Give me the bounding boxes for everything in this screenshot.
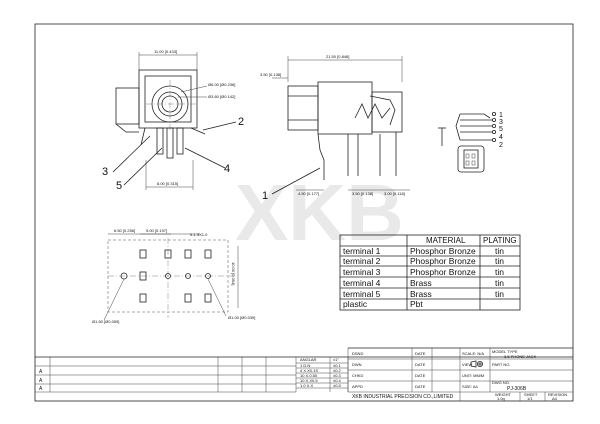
tolerance-range: 4 X.X0.1S (300, 368, 318, 373)
table-cell: Phosphor Bronze (410, 246, 476, 256)
size-label: SIZE: A4 (462, 384, 479, 389)
weight-value: 1.0g (497, 396, 505, 401)
side-dim-pin-c: 3.00 [0.118] (384, 191, 405, 196)
side-dim-left: 3.50 [0.138] (260, 72, 281, 77)
sheet-border (34, 23, 574, 402)
table-cell: terminal 4 (343, 278, 381, 288)
tolerance-value: ±0.2 (333, 368, 342, 373)
pcb-footprint: 6.50 [0.256] 5.00 [0.197] 5-1.5X1.0 10.0… (92, 228, 255, 324)
fp-dim-a: 6.50 [0.256] (114, 228, 135, 233)
callout-3: 3 (102, 166, 108, 178)
revision-value: A4 (552, 396, 558, 401)
fp-dim-c: 5-1.5X1.0 (190, 232, 208, 237)
table-header-plating: PLATING (483, 236, 517, 245)
sheet-value: 1/1 (527, 396, 533, 401)
weight-label: WEIGHT (495, 392, 512, 397)
table-header-material: MATERIAL (426, 236, 466, 245)
top-dim-width: 11.00 [0.433] (154, 49, 177, 54)
table-cell: tin (495, 256, 504, 266)
tolerance-range: 1 D.N (300, 363, 310, 368)
side-dim-pin-b: 3.50 [0.138] (352, 191, 373, 196)
callout-1: 1 (262, 190, 268, 202)
schematic-pin-3: 3 (499, 119, 503, 126)
title-block (35, 347, 573, 401)
table-cell: Pbt (410, 299, 423, 309)
schematic-pin-5: 5 (499, 126, 503, 133)
table-cell: tin (495, 278, 504, 288)
tolerance-value: ±0.3 (333, 373, 342, 378)
table-cell: plastic (343, 299, 368, 309)
tolerance-value: ±0.1 (333, 363, 342, 368)
model-value: 3.5 PHONE JACK (504, 354, 537, 359)
projection-symbol-icon (470, 360, 483, 368)
revision-label: REVISION (548, 392, 567, 397)
tolerance-angle-header: ANGLAR (300, 357, 317, 362)
tolerance-value: ±0.4 (333, 378, 342, 383)
top-dim-hole-b: Ø3.60 [Ø0.142] (208, 94, 235, 99)
tolerance-range: 10 X.X0.5 (300, 378, 318, 383)
date-label: DATE (415, 384, 426, 389)
appd-label: APPD (352, 384, 363, 389)
unit-label: UNIT: MM/M (462, 373, 484, 378)
side-dim-pin-a: 4.50 [0.177] (298, 191, 319, 196)
sheet-label: SHEET (524, 392, 538, 397)
watermark-text: XKB (235, 168, 404, 257)
scale-label: SCALE: N/A (462, 351, 484, 356)
dsnd-label: DSND (352, 351, 363, 356)
date-label: DATE (415, 373, 426, 378)
date-label: DATE (415, 362, 426, 367)
model-label: MODEL TYPE (492, 349, 518, 354)
schematic-pin-4: 4 (499, 134, 503, 141)
table-cell: terminal 2 (343, 256, 381, 266)
top-dim-hole-a: Ø6.00 [Ø0.236] (208, 82, 235, 87)
chkd-label: CHKD (352, 373, 363, 378)
top-view: 11.00 [0.433] Ø6.00 [Ø0.236] Ø3.60 [Ø0.1… (112, 49, 237, 190)
rev-letter-3: A (39, 386, 43, 392)
fp-dim-b: 5.00 [0.197] (146, 228, 167, 233)
date-label: DATE (415, 351, 426, 356)
tolerance-range: 1.0 X.X (300, 383, 313, 388)
callout-5: 5 (116, 180, 122, 192)
table-cell: tin (495, 289, 504, 299)
side-dim-length: 21.50 [0.846] (326, 54, 349, 59)
callout-4: 4 (224, 163, 230, 175)
side-view: 21.50 [0.846] 3.50 [0.138] 4.50 [0.177] … (260, 54, 410, 196)
schematic-pin-1: 1 (499, 112, 503, 119)
table-cell: Phosphor Bronze (410, 256, 476, 266)
jack-schematic (438, 112, 496, 173)
callout-2: 2 (238, 116, 244, 128)
company-name: XKB INDUSTRIAL PRECISION CO.,LIMITED (352, 394, 454, 400)
tolerance-angle-value: ±1° (333, 357, 339, 362)
tolerance-range: 10 X.0.50 (300, 373, 318, 378)
view-label: VIEW (462, 362, 472, 367)
top-dim-bottom: 8.00 [0.315] (157, 181, 178, 186)
table-cell: terminal 1 (343, 246, 381, 256)
fp-dim-hole-right: Ø1.00 [Ø0.039] (228, 315, 255, 320)
part-label: PART NO. (492, 362, 510, 367)
schematic-pin-2: 2 (499, 142, 503, 149)
table-cell: Brass (410, 278, 432, 288)
rev-letter-1: A (39, 369, 43, 375)
dwg-value: PJ-306B (507, 386, 527, 392)
table-cell: tin (495, 246, 504, 256)
fp-dim-side: 10.00 [0.394] (231, 262, 236, 285)
dwg-label: DWG NO. (492, 380, 510, 385)
table-cell: Phosphor Bronze (410, 267, 476, 277)
material-table: MATERIAL PLATING terminal 1 Phosphor Bro… (339, 234, 521, 311)
fp-dim-hole-left: Ø1.50 [Ø0.059] (92, 319, 119, 324)
table-cell: terminal 3 (343, 267, 381, 277)
dwn-label: DWN (352, 362, 362, 367)
table-cell: terminal 5 (343, 289, 381, 299)
table-cell: Brass (410, 289, 432, 299)
tolerance-value: ±0.5 (333, 383, 342, 388)
table-cell: tin (495, 267, 504, 277)
rev-letter-2: A (39, 378, 43, 384)
